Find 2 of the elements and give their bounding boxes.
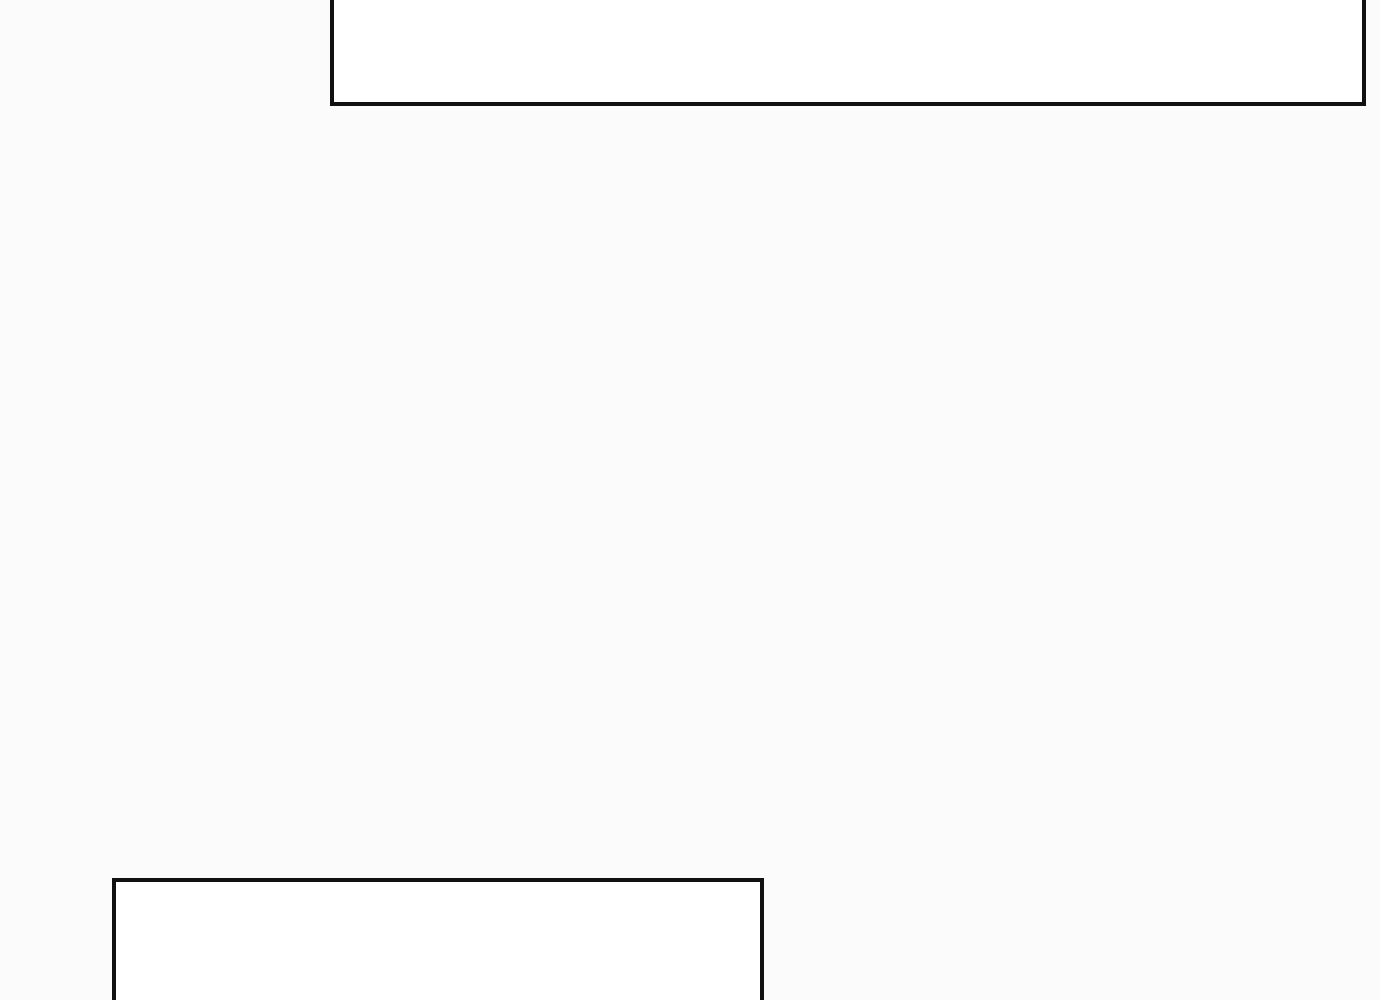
comic-panel-frame <box>330 0 1366 106</box>
comic-panel-frame <box>112 878 764 1000</box>
